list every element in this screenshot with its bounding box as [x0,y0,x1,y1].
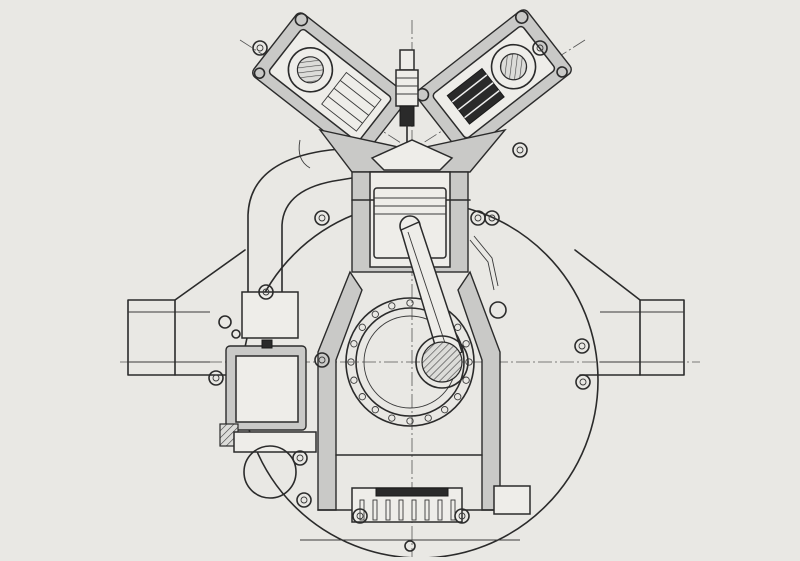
right-mounting-arm [574,249,685,376]
connecting-rod [400,220,463,364]
base-line [300,539,520,552]
left-mounting-arm [127,249,251,376]
magneto-housing [218,291,317,499]
bolts [208,40,591,524]
left-cylinder-head [252,12,410,159]
piston [373,187,447,259]
intake-pipe [247,139,353,301]
main-bearing [345,297,475,427]
oil-pipe-right [469,235,531,515]
crank-pin [415,335,469,389]
sump-fins [351,487,463,523]
spark-plug [395,49,419,143]
combustion-chamber-block [318,128,507,173]
